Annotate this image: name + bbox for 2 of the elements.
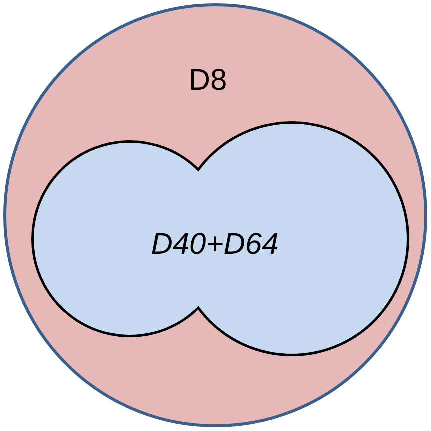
set-label: D40+D64 bbox=[151, 228, 279, 262]
set-label: D8 bbox=[188, 64, 228, 98]
